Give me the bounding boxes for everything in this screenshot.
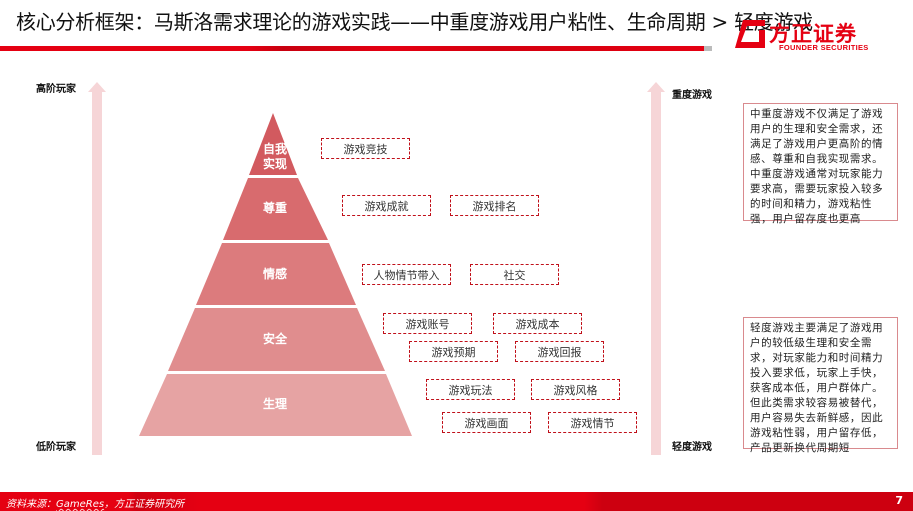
tag-social: 社交 bbox=[470, 264, 559, 285]
pyramid-layer-esteem bbox=[223, 178, 328, 240]
page-title: 核心分析框架：马斯洛需求理论的游戏实践——中重度游戏用户粘性、生命周期 > 轻度… bbox=[16, 10, 813, 34]
layer-label-physiological: 生理 bbox=[262, 397, 288, 411]
layer-label-self-actualization: 自我 实现 bbox=[262, 142, 288, 171]
pyramid-layer-love bbox=[196, 243, 356, 305]
heavy-game-description: 中重度游戏不仅满足了游戏用户的生理和安全需求，还满足了游戏用户更高阶的情感、尊重… bbox=[743, 103, 898, 225]
layer-label-safety: 安全 bbox=[262, 332, 288, 346]
logo-mark-icon bbox=[735, 20, 765, 48]
tag-game-expectation: 游戏预期 bbox=[409, 341, 498, 362]
footer-bar: 资料来源：GameRes，方正证券研究所 7 bbox=[0, 492, 913, 511]
light-game-label: 轻度游戏 bbox=[672, 442, 712, 453]
source-note: 资料来源：GameRes，方正证券研究所 bbox=[6, 499, 185, 510]
tag-gameplay: 游戏玩法 bbox=[426, 379, 515, 400]
founder-securities-logo: 方正证券 FOUNDER SECURITIES bbox=[735, 18, 890, 54]
source-link[interactable]: GameRes bbox=[56, 499, 105, 510]
tag-game-ranking: 游戏排名 bbox=[450, 195, 539, 216]
pyramid-layer-safety bbox=[168, 308, 385, 371]
logo-chinese-text: 方正证券 bbox=[769, 22, 857, 46]
tag-game-graphics: 游戏画面 bbox=[442, 412, 531, 433]
high-tier-player-label: 高阶玩家 bbox=[36, 84, 76, 95]
heavy-game-label: 重度游戏 bbox=[672, 90, 712, 101]
tag-game-competition: 游戏竞技 bbox=[321, 138, 410, 159]
light-game-description: 轻度游戏主要满足了游戏用户的较低级生理和安全需求，对玩家能力和时间精力投入要求低… bbox=[743, 317, 898, 454]
layer-label-love: 情感 bbox=[262, 267, 288, 281]
low-tier-player-label: 低阶玩家 bbox=[36, 442, 76, 453]
tag-character-story-immersion: 人物情节带入 bbox=[362, 264, 451, 285]
tag-game-plot: 游戏情节 bbox=[548, 412, 637, 433]
tag-game-cost: 游戏成本 bbox=[493, 313, 582, 334]
title-underline bbox=[0, 46, 708, 51]
pyramid-layer-physiological bbox=[139, 374, 412, 436]
pyramid-layer-self-actualization bbox=[249, 113, 297, 175]
logo-english-text: FOUNDER SECURITIES bbox=[779, 43, 869, 52]
left-up-arrow-icon bbox=[88, 82, 106, 455]
layer-label-esteem: 尊重 bbox=[262, 201, 288, 215]
tag-game-style: 游戏风格 bbox=[531, 379, 620, 400]
right-up-arrow-icon bbox=[647, 82, 665, 455]
title-underline-accent bbox=[704, 46, 712, 51]
tag-game-return: 游戏回报 bbox=[515, 341, 604, 362]
tag-game-achievement: 游戏成就 bbox=[342, 195, 431, 216]
page-number: 7 bbox=[895, 494, 903, 507]
tag-game-account: 游戏账号 bbox=[383, 313, 472, 334]
